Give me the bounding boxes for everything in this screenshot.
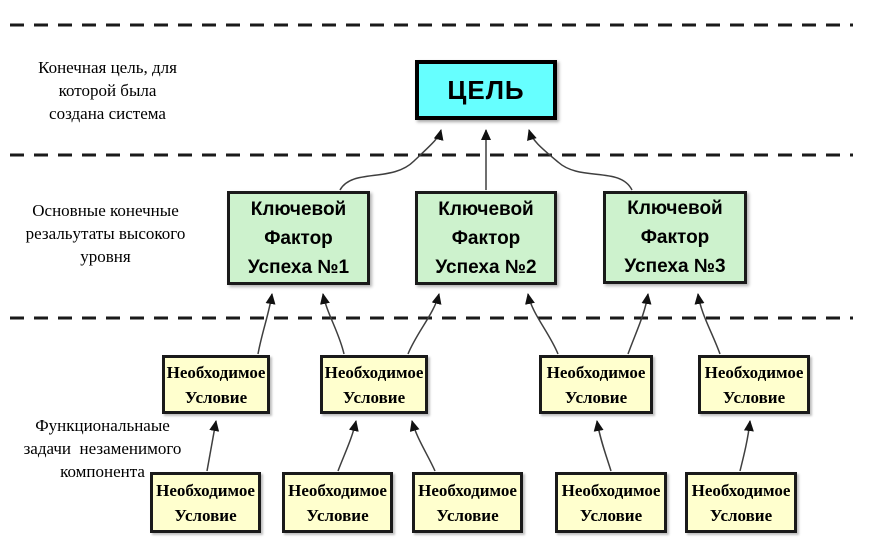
arrow-mid2-to-factor2	[407, 293, 442, 355]
side-label-goal-level: Конечная цель, для которой была создана …	[38, 58, 177, 123]
arrow-factor1-to-goal	[339, 129, 444, 191]
arrow-factor3-to-goal	[527, 129, 633, 191]
necessary-condition-mid-3-node: Необходимое Условие	[539, 355, 653, 414]
key-success-factor-2-node: Ключевой Фактор Успеха №2	[415, 191, 557, 285]
necessary-condition-bottom-5-node: Необходимое Условие	[685, 472, 797, 533]
side-label-tasks-level: Функциональнаые задачи незаменимого комп…	[23, 416, 182, 481]
necessary-condition-bottom-3-node: Необходимое Условие	[412, 472, 523, 533]
necessary-condition-mid-4-node: Необходимое Условие	[698, 355, 810, 414]
arrow-mid1-to-factor1	[257, 293, 276, 355]
necessary-condition-mid-1-node: Необходимое Условие	[162, 355, 270, 414]
arrow-mid2-to-factor1	[320, 293, 345, 355]
arrow-mid3-to-factor3	[627, 293, 652, 355]
necessary-condition-bottom-1-node: Необходимое Условие	[150, 472, 261, 533]
side-label-results-level: Основные конечные резальутаты высокого у…	[25, 201, 186, 266]
necessary-condition-mid-2-node: Необходимое Условие	[320, 355, 428, 414]
key-success-factor-3-node: Ключевой Фактор Успеха №3	[603, 191, 747, 284]
arrow-mid3-to-factor2	[525, 293, 559, 355]
arrow-bottom4-to-mid3	[593, 420, 612, 472]
necessary-condition-bottom-2-node: Необходимое Условие	[282, 472, 393, 533]
goal-node: ЦЕЛЬ	[415, 60, 557, 120]
arrow-bottom3-to-mid2	[409, 420, 436, 472]
arrow-bottom1-to-mid1	[206, 420, 220, 472]
arrow-bottom2-to-mid2	[337, 420, 359, 472]
arrow-bottom5-to-mid4	[739, 420, 754, 472]
key-success-factor-1-node: Ключевой Фактор Успеха №1	[227, 191, 370, 285]
arrow-mid4-to-factor3	[694, 293, 721, 355]
necessary-condition-bottom-4-node: Необходимое Условие	[555, 472, 667, 533]
